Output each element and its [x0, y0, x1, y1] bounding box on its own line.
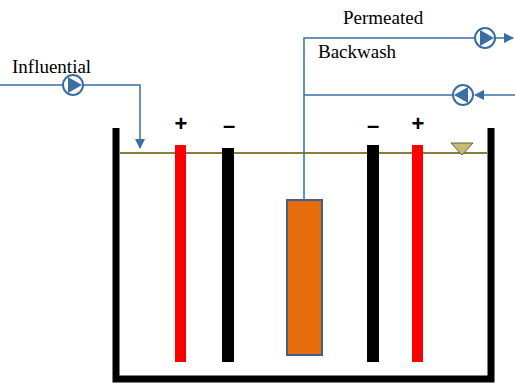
pump-symbol — [453, 85, 473, 105]
flow-label: Influential — [12, 57, 91, 76]
anode — [412, 145, 423, 362]
backwash-pipe — [304, 94, 453, 96]
flow-label: Permeated — [343, 8, 423, 27]
backwash-pipe — [475, 94, 515, 96]
permeate-pipe — [304, 38, 475, 200]
cathode — [222, 148, 234, 362]
water-level-symbol — [451, 143, 473, 155]
flow-label: Backwash — [318, 42, 396, 61]
pump-symbol — [475, 28, 495, 48]
cathode — [367, 145, 379, 362]
polarity-sign: – — [367, 115, 379, 137]
polarity-sign: + — [175, 113, 188, 135]
pump-symbol — [63, 75, 83, 95]
polarity-sign: + — [412, 113, 425, 135]
anode — [175, 145, 186, 362]
permeate-pipe — [495, 37, 513, 39]
influent-pipe — [83, 85, 140, 148]
polarity-sign: – — [223, 115, 235, 137]
influent-pipe — [0, 84, 63, 86]
membrane-module — [287, 200, 322, 355]
